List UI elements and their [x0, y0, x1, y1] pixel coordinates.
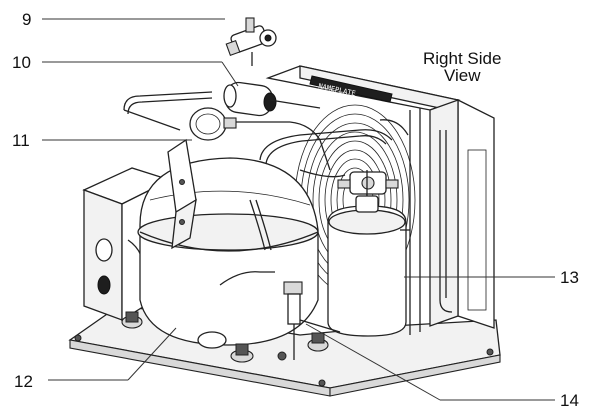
compressor-mount	[121, 311, 329, 363]
callout-9: 9	[22, 10, 31, 29]
refrigerant-lines	[123, 91, 409, 251]
mounting-bracket	[167, 138, 197, 250]
receiver-tank	[327, 170, 410, 337]
access-valve	[277, 281, 341, 361]
callout-13: 13	[560, 268, 579, 287]
callout-10: 10	[12, 53, 31, 72]
service-valve	[225, 17, 277, 66]
callout-14: 14	[560, 391, 579, 410]
leader-10b	[221, 61, 239, 87]
callout-leaders	[42, 18, 555, 401]
view-label-line2: View	[444, 66, 481, 85]
pressure-control	[189, 107, 290, 141]
callout-12: 12	[14, 372, 33, 391]
filter-drier	[223, 81, 321, 117]
view-label-line1: Right Side	[423, 49, 501, 68]
leader-12b	[127, 327, 177, 381]
condenser-fitting	[337, 171, 399, 195]
leader-14b	[305, 323, 441, 401]
nameplate	[309, 75, 393, 103]
condenser: NAMEPLATE	[265, 65, 495, 335]
callout-11: 11	[12, 131, 30, 150]
